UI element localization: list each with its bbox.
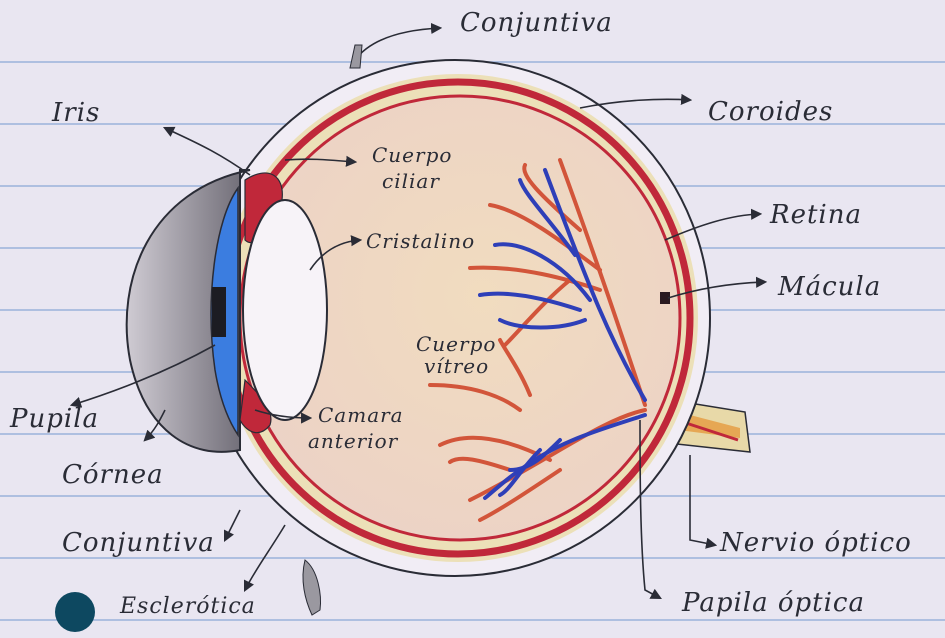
label-coroides: Coroides — [708, 97, 833, 127]
label-conjuntiva-bottom: Conjuntiva — [62, 528, 215, 558]
conjunctiva-lower-tab — [303, 560, 321, 615]
label-macula: Mácula — [778, 272, 881, 302]
label-pupila: Pupila — [10, 404, 99, 434]
lens — [243, 200, 327, 420]
label-cuerpo-vitreo-2: vítreo — [424, 355, 489, 377]
label-cornea: Córnea — [62, 460, 164, 490]
conjunctiva-upper-tab — [350, 45, 362, 68]
label-conjuntiva-top: Conjuntiva — [460, 8, 613, 38]
punch-hole — [55, 592, 95, 632]
label-cristalino: Cristalino — [366, 230, 475, 252]
label-iris: Iris — [52, 98, 100, 128]
label-cuerpo-ciliar-2: ciliar — [382, 170, 440, 192]
label-cuerpo-vitreo-1: Cuerpo — [416, 333, 496, 355]
pupil — [212, 287, 226, 337]
label-papila-optica: Papila óptica — [682, 588, 865, 618]
label-retina: Retina — [770, 200, 862, 230]
label-cuerpo-ciliar-1: Cuerpo — [372, 144, 452, 166]
label-camara-anterior-1: Camara — [318, 404, 404, 426]
label-nervio-optico: Nervio óptico — [720, 528, 912, 558]
label-camara-anterior-2: anterior — [308, 430, 398, 452]
label-esclerotica: Esclerótica — [120, 594, 256, 619]
